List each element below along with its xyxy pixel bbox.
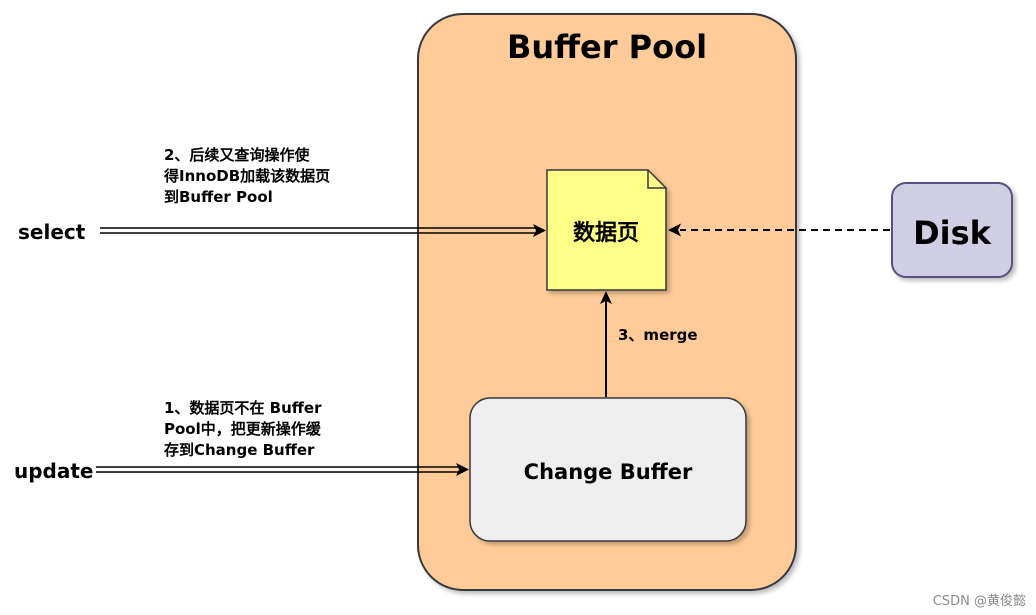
select-annotation: 2、后续又查询操作使 得InnoDB加载该数据页 到Buffer Pool xyxy=(163,146,330,206)
merge-label: 3、merge xyxy=(618,326,698,344)
disk-node xyxy=(891,182,1013,278)
select-arrow xyxy=(100,224,546,237)
update-annotation: 1、数据页不在 Buffer Pool中，把更新操作缓 存到Change Buf… xyxy=(164,399,322,459)
data-page-fold xyxy=(647,170,666,189)
merge-arrow xyxy=(600,291,612,397)
data-page-label: 数据页 xyxy=(573,220,639,246)
update-note-line-3: 存到Change Buffer xyxy=(164,441,315,459)
data-page-shape xyxy=(546,169,667,291)
disk-label: Disk xyxy=(913,214,992,252)
update-label: update xyxy=(14,459,94,483)
update-note-line-1: 1、数据页不在 Buffer xyxy=(164,399,322,417)
update-arrow xyxy=(96,463,469,476)
select-note-line-2: 得InnoDB加载该数据页 xyxy=(163,167,330,185)
disk-load-arrow xyxy=(668,223,890,237)
select-note-line-3: 到Buffer Pool xyxy=(164,188,273,206)
csdn-watermark: CSDN @黄俊懿 xyxy=(932,594,1026,609)
change-buffer-label: Change Buffer xyxy=(524,460,693,484)
select-note-line-1: 2、后续又查询操作使 xyxy=(164,146,310,164)
change-buffer-node xyxy=(469,397,747,542)
data-page-node: 数据页 xyxy=(546,169,667,291)
update-note-line-2: Pool中，把更新操作缓 xyxy=(164,420,322,438)
buffer-pool-title: Buffer Pool xyxy=(507,28,707,66)
select-label: select xyxy=(18,220,86,244)
